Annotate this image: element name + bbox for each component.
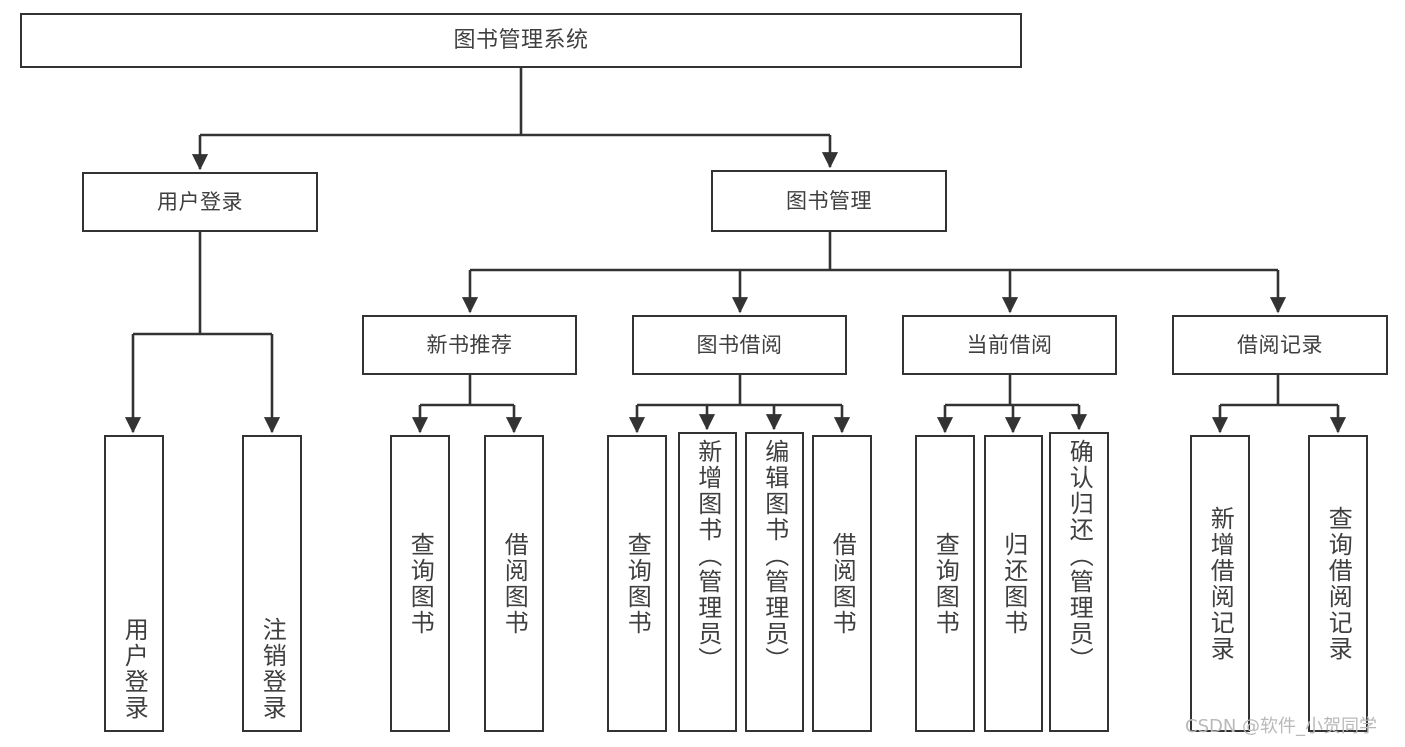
node-leaf-user-logout-label: 注销登录 bbox=[258, 617, 287, 721]
node-borrow-record-label: 借阅记录 bbox=[1237, 332, 1323, 357]
node-leaf-confirm-return[interactable]: 确认归还（管理员） bbox=[1049, 432, 1109, 732]
node-leaf-add-book[interactable]: 新增图书（管理员） bbox=[678, 432, 737, 732]
node-borrow-record[interactable]: 借阅记录 bbox=[1172, 315, 1388, 375]
node-leaf-add-book-label: 新增图书（管理员） bbox=[693, 439, 722, 673]
node-book-manage-label: 图书管理 bbox=[786, 188, 872, 213]
node-leaf-edit-book[interactable]: 编辑图书（管理员） bbox=[745, 432, 804, 732]
node-leaf-query-book-3[interactable]: 查询图书 bbox=[915, 435, 975, 732]
node-user-login[interactable]: 用户登录 bbox=[82, 172, 318, 232]
node-leaf-add-record-label: 新增借阅记录 bbox=[1206, 505, 1235, 662]
node-book-borrow-label: 图书借阅 bbox=[696, 332, 783, 357]
node-leaf-query-book-3-label: 查询图书 bbox=[931, 531, 960, 636]
node-root-label: 图书管理系统 bbox=[453, 27, 589, 53]
node-new-book-recommend-label: 新书推荐 bbox=[426, 332, 513, 357]
csdn-watermark: CSDN @软件_小贺同学 bbox=[1185, 716, 1378, 737]
node-leaf-query-book-1[interactable]: 查询图书 bbox=[390, 435, 450, 732]
node-book-borrow[interactable]: 图书借阅 bbox=[632, 315, 847, 375]
node-leaf-user-login[interactable]: 用户登录 bbox=[104, 435, 164, 732]
node-leaf-user-logout[interactable]: 注销登录 bbox=[242, 435, 302, 732]
node-new-book-recommend[interactable]: 新书推荐 bbox=[362, 315, 577, 375]
node-leaf-return-book[interactable]: 归还图书 bbox=[984, 435, 1043, 732]
node-leaf-add-record[interactable]: 新增借阅记录 bbox=[1190, 435, 1250, 732]
node-leaf-query-book-2-label: 查询图书 bbox=[623, 531, 652, 636]
node-leaf-borrow-book-1[interactable]: 借阅图书 bbox=[484, 435, 544, 732]
node-current-borrow-label: 当前借阅 bbox=[966, 332, 1053, 357]
node-leaf-borrow-book-1-label: 借阅图书 bbox=[500, 531, 529, 636]
node-leaf-edit-book-label: 编辑图书（管理员） bbox=[760, 439, 789, 673]
node-user-login-label: 用户登录 bbox=[157, 189, 243, 214]
node-leaf-query-record[interactable]: 查询借阅记录 bbox=[1308, 435, 1368, 732]
node-leaf-borrow-book-2-label: 借阅图书 bbox=[828, 531, 857, 636]
node-leaf-user-login-label: 用户登录 bbox=[120, 617, 149, 721]
node-current-borrow[interactable]: 当前借阅 bbox=[902, 315, 1117, 375]
node-leaf-return-book-label: 归还图书 bbox=[999, 531, 1028, 636]
node-root[interactable]: 图书管理系统 bbox=[20, 13, 1022, 68]
node-leaf-query-book-1-label: 查询图书 bbox=[406, 531, 435, 636]
node-leaf-query-book-2[interactable]: 查询图书 bbox=[607, 435, 667, 732]
node-leaf-borrow-book-2[interactable]: 借阅图书 bbox=[812, 435, 872, 732]
node-leaf-query-record-label: 查询借阅记录 bbox=[1324, 505, 1353, 662]
node-book-manage[interactable]: 图书管理 bbox=[711, 170, 947, 232]
node-leaf-confirm-return-label: 确认归还（管理员） bbox=[1065, 439, 1094, 673]
